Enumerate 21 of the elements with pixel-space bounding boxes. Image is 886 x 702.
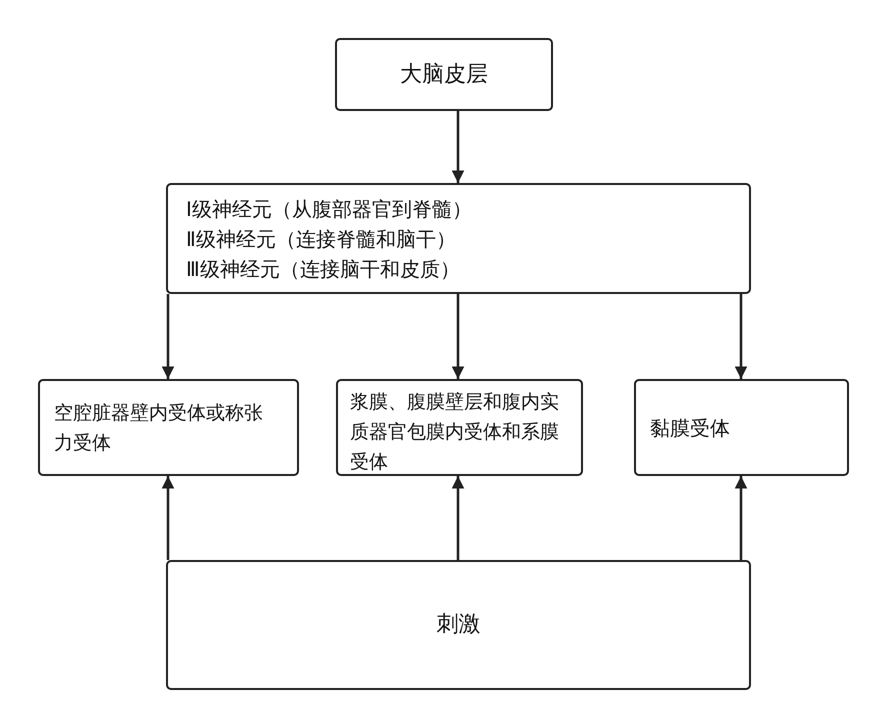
box-label: Ⅱ级神经元（连接脊髓和脑干） [186,226,456,252]
arrow [452,111,464,183]
process-box [336,379,583,476]
arrow [162,476,174,560]
process-box [38,379,299,476]
arrow [452,476,464,560]
process-box [634,379,849,476]
arrow [452,294,464,379]
box-label: 空腔脏器壁内受体或称张力受体 [54,400,264,456]
box-label: Ⅲ级神经元（连接脑干和皮质） [186,256,460,282]
box-label: 黏膜受体 [650,414,730,442]
process-box [166,560,751,690]
arrow [734,476,748,560]
arrow [734,294,748,379]
box-label: 刺激 [436,611,480,639]
box-label: Ⅰ级神经元（从腹部器官到脊髓） [186,196,472,222]
process-box [335,38,553,111]
box-label: 浆膜、腹膜壁层和腹内实质器官包膜内受体和系膜受体 [350,390,560,475]
box-label: 大脑皮层 [400,60,488,88]
process-box [166,183,751,294]
arrow [162,294,174,379]
